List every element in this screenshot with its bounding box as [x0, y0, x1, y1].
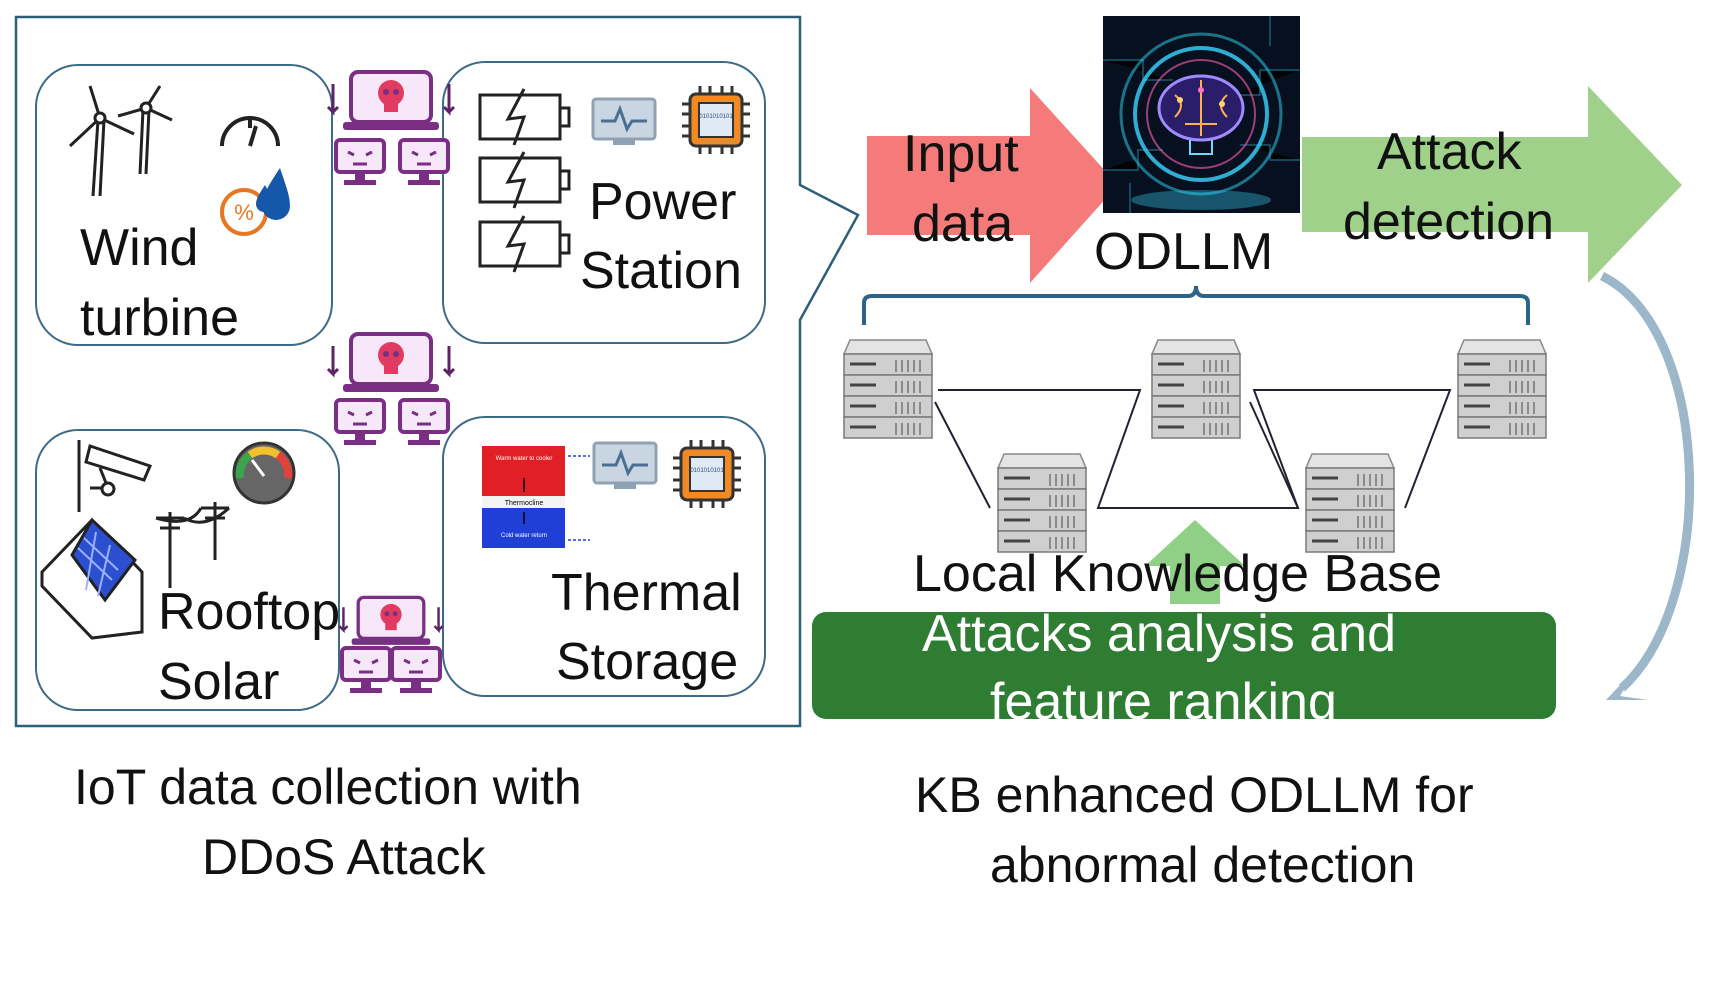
humidity-icon: % [220, 168, 290, 236]
thermal-label-2: Storage [556, 633, 739, 691]
wind-turbine-panel [35, 64, 333, 346]
iot-caption: IoT data collection with [74, 759, 582, 815]
input-data-label: Input [903, 125, 1019, 183]
malicious-laptop-icon [337, 595, 445, 647]
waveform-monitor-icon [591, 97, 657, 147]
battery-charging-icon [478, 87, 571, 274]
malicious-laptop-icon [326, 70, 456, 132]
server-rack-icon [1304, 452, 1396, 554]
input-data-arrow [867, 88, 1118, 283]
kb-box-label-2: feature ranking [990, 673, 1337, 731]
power-label-2: Station [580, 242, 742, 300]
rooftop-label: Rooftop [158, 583, 341, 641]
wind-turbine-icon [68, 85, 173, 197]
thermal-storage-panel [442, 416, 766, 697]
botnet-computer-icon [334, 138, 450, 187]
kb-bracket [862, 285, 1530, 325]
speedometer-icon [232, 441, 296, 505]
waveform-monitor-icon [592, 441, 658, 491]
attack-detection-label: Attack [1377, 123, 1522, 181]
power-label: Power [589, 173, 737, 231]
gauge-icon [220, 116, 280, 147]
botnet-computer-icon [340, 646, 442, 695]
feedback-curve-arrow [1600, 271, 1695, 692]
solar-house-icon [40, 517, 144, 640]
kb-caption: KB enhanced ODLLM for [915, 767, 1474, 823]
kb-title: Local Knowledge Base [913, 545, 1443, 603]
power-station-panel [442, 61, 766, 344]
rooftop-label-2: Solar [158, 653, 280, 711]
iot-panel-frame [14, 15, 860, 728]
wind-label: Wind [80, 219, 199, 277]
chip-icon [680, 84, 752, 156]
security-camera-icon [77, 440, 153, 512]
wind-label-2: turbine [80, 289, 239, 347]
kb-box-label: Attacks analysis and [922, 605, 1397, 663]
svg-text:Cold water return: Cold water return [501, 533, 547, 539]
ai-brain-icon [1103, 16, 1300, 213]
attack-detection-label-2: detection [1343, 193, 1555, 251]
svg-text:Thermocline: Thermocline [505, 500, 544, 507]
chip-icon [671, 438, 743, 510]
server-rack-icon [1456, 338, 1548, 440]
server-rack-icon [1150, 338, 1242, 440]
server-rack-icon [842, 338, 934, 440]
kb-up-arrow [1145, 520, 1245, 604]
svg-text:Warm water to cooler: Warm water to cooler [496, 456, 553, 462]
input-data-label-2: data [912, 195, 1014, 253]
power-pole-icon [155, 502, 231, 588]
server-rack-icon [996, 452, 1088, 554]
attack-detection-arrow [1302, 86, 1682, 283]
thermal-label: Thermal [551, 564, 742, 622]
malicious-laptop-icon [326, 332, 456, 394]
svg-text:%: % [234, 200, 254, 225]
thermal-tank-icon: Warm water to cooler Thermocline Cold wa… [482, 446, 590, 548]
rooftop-solar-panel [35, 429, 340, 711]
botnet-computer-icon [334, 398, 450, 447]
iot-caption-2: DDoS Attack [202, 829, 486, 885]
kb-analysis-box [812, 612, 1556, 719]
server-network-links [934, 389, 1452, 509]
odllm-label: ODLLM [1094, 223, 1274, 281]
kb-caption-2: abnormal detection [990, 837, 1416, 893]
